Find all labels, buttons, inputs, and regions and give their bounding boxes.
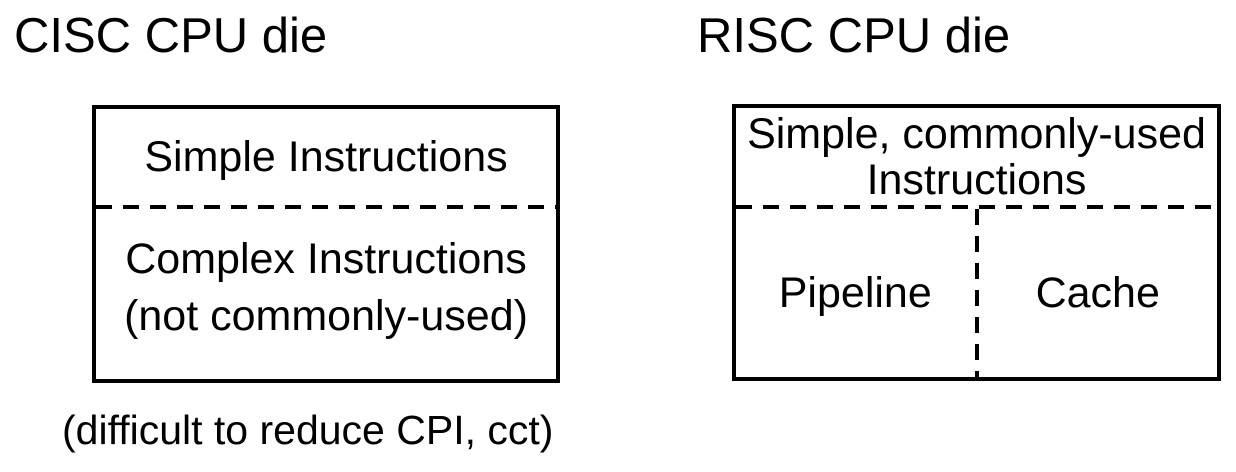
cisc-complex-instructions-label-line1: Complex Instructions <box>125 235 527 284</box>
risc-pipeline-label: Pipeline <box>778 268 932 317</box>
cisc-simple-instructions-section: Simple Instructions <box>96 109 556 205</box>
cisc-simple-instructions-label: Simple Instructions <box>144 132 508 181</box>
risc-die-box: Simple, commonly-used Instructions Pipel… <box>732 104 1221 381</box>
cisc-complex-instructions-label-line2: (not commonly-used) <box>124 292 528 340</box>
cisc-die-title: CISC CPU die <box>14 9 328 63</box>
risc-cache-label: Cache <box>1035 268 1160 317</box>
cisc-complex-instructions-section: Complex Instructions (not commonly-used) <box>96 209 556 379</box>
risc-bottom-sections: Pipeline Cache <box>736 209 1217 377</box>
risc-vertical-dashed-divider <box>974 209 979 377</box>
risc-simple-instructions-section: Simple, commonly-used Instructions <box>736 108 1217 205</box>
risc-pipeline-section: Pipeline <box>736 209 975 377</box>
risc-die-title: RISC CPU die <box>697 9 1011 63</box>
cisc-caption: (difficult to reduce CPI, cct) <box>62 407 554 453</box>
cisc-horizontal-dashed-divider <box>96 205 556 209</box>
risc-simple-instructions-label-line2: Instructions <box>866 155 1087 204</box>
risc-cache-section: Cache <box>979 209 1218 377</box>
risc-horizontal-dashed-divider <box>736 205 1217 209</box>
cisc-die-box: Simple Instructions Complex Instructions… <box>92 105 560 383</box>
risc-simple-instructions-label-line1: Simple, commonly-used <box>747 109 1206 158</box>
